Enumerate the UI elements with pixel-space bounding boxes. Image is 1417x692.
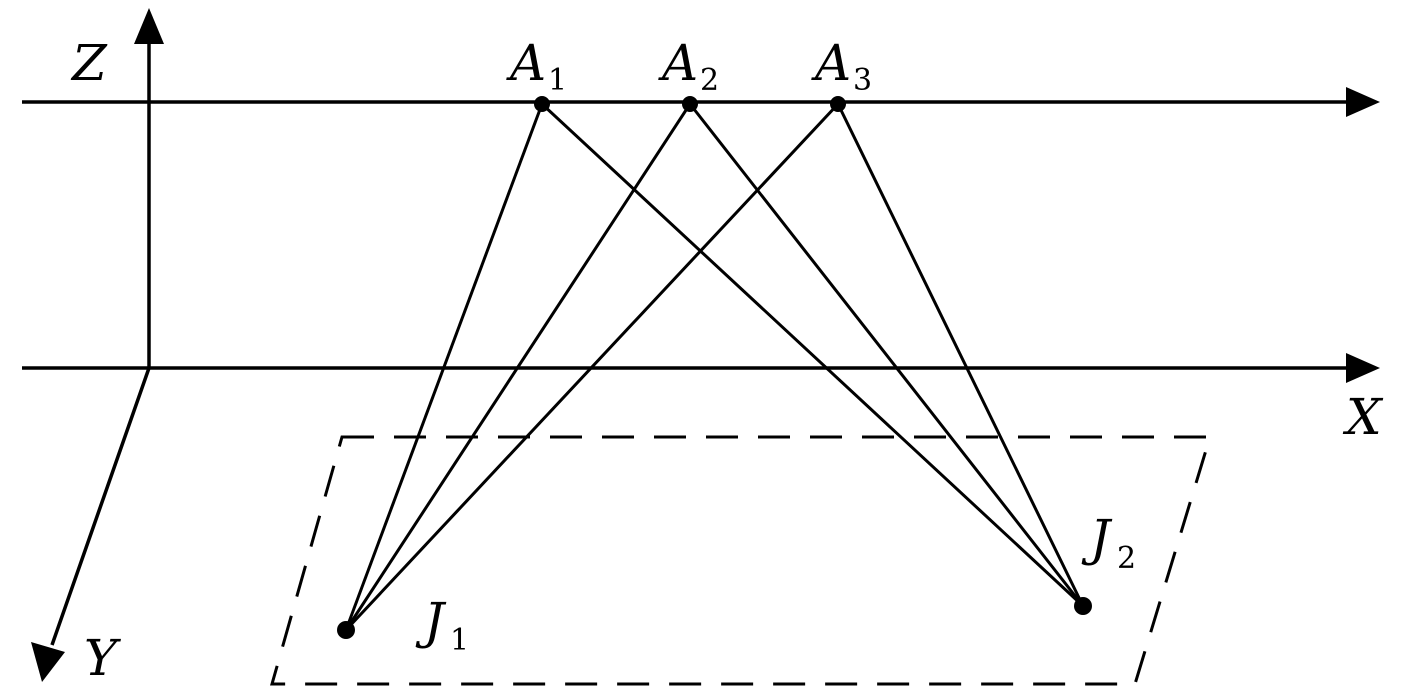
ray-j1-a1 <box>344 103 544 631</box>
label-j1-sub: 1 <box>450 623 469 658</box>
x-axis-label: X <box>1342 388 1384 446</box>
label-a3: A <box>811 34 851 92</box>
label-a2: A <box>658 34 698 92</box>
upper-line-arrowhead <box>1346 87 1380 117</box>
point-a3 <box>830 96 846 112</box>
label-j2-sub: 2 <box>1117 541 1136 576</box>
x-axis-arrowhead <box>1346 353 1380 383</box>
dashed-plane <box>270 435 1213 686</box>
ray-j2-a2 <box>688 103 1085 607</box>
y-axis-arrowhead <box>31 642 65 682</box>
y-axis <box>50 367 151 646</box>
label-j2: J <box>1081 509 1113 567</box>
z-axis-label: Z <box>70 34 108 92</box>
point-j2 <box>1074 597 1092 615</box>
label-a3-sub: 3 <box>853 63 872 98</box>
point-a2 <box>682 96 698 112</box>
point-a1 <box>534 96 550 112</box>
y-axis-label: Y <box>84 629 121 687</box>
ray-j2-a3 <box>836 103 1085 607</box>
label-a2-sub: 2 <box>700 63 719 98</box>
ray-j1-a3 <box>344 102 840 632</box>
z-axis-arrowhead <box>134 8 164 44</box>
ray-j1-a2 <box>344 103 692 631</box>
label-a1-sub: 1 <box>548 63 567 98</box>
label-a1: A <box>506 34 546 92</box>
ray-j2-a1 <box>540 102 1085 608</box>
label-j1: J <box>415 592 447 650</box>
point-j1 <box>337 621 355 639</box>
